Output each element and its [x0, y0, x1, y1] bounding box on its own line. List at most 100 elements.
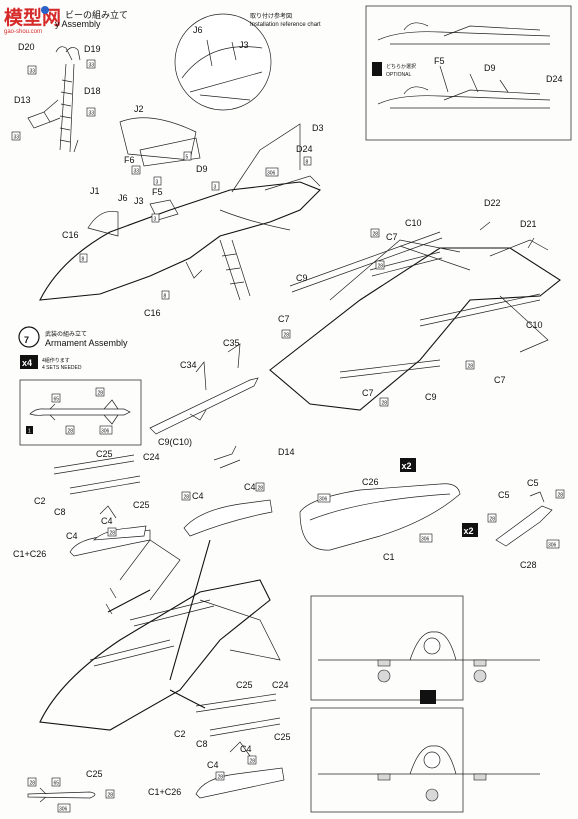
code-306-d: 306	[421, 537, 430, 543]
label-C24-a: C24	[143, 452, 160, 462]
code-28-f: 28	[98, 391, 104, 397]
missile-c9-drawing	[149, 343, 259, 435]
code-8-b: 8	[82, 257, 85, 263]
label-C4-d: C4	[244, 482, 256, 492]
label-D14: D14	[278, 447, 295, 457]
label-C7-c: C7	[362, 388, 374, 398]
code-28-c: 28	[284, 333, 290, 339]
code-33-b: 33	[89, 63, 95, 69]
front-view-box-lower	[310, 707, 464, 813]
optional-label-en: OPTIONAL	[386, 72, 412, 78]
label-C2-b: C2	[174, 729, 186, 739]
label-C4-a: C4	[101, 516, 113, 526]
label-D3: D3	[312, 123, 324, 133]
code-28-g: 28	[68, 429, 74, 435]
code-306-a: 306	[267, 171, 276, 177]
label-D21: D21	[520, 219, 537, 229]
ladder-drawing	[27, 46, 81, 153]
code-3-b: 3	[214, 185, 217, 191]
label-C34: C34	[180, 360, 197, 370]
rear-fuselage-drawing	[269, 221, 561, 411]
label-C10-b: C10	[526, 320, 543, 330]
code-306-c: 306	[319, 497, 328, 503]
label-C16-a: C16	[62, 230, 79, 240]
sets-note-en: 4 SETS NEEDED	[42, 365, 82, 371]
sets-note-jp: 4組作ります	[42, 357, 70, 364]
label-C16-b: C16	[144, 308, 161, 318]
fuselage-assembly-drawing	[39, 117, 321, 301]
missile-example-drawing	[29, 399, 131, 425]
code-28-i: 28	[184, 495, 190, 501]
code-306-f: 306	[59, 807, 68, 813]
label-C26: C26	[362, 477, 379, 487]
multiplier-x2-a: x2	[402, 461, 412, 471]
code-28-h: 28	[110, 531, 116, 537]
code-306-e: 306	[548, 543, 557, 549]
label-F5-a: F5	[152, 187, 163, 197]
site-watermark: 模型网 gao-shou.com	[4, 6, 61, 35]
label-C4-c: C4	[192, 491, 204, 501]
code-5-a: 5	[186, 155, 189, 161]
ladder-header-jp: ビーの組み立て	[65, 9, 128, 20]
armament-title-jp: 武装の組み立て	[45, 330, 87, 338]
installation-title-en: Installation reference chart	[250, 22, 321, 28]
label-J2: J2	[134, 104, 144, 114]
code-28-d: 28	[468, 364, 474, 370]
label-D9-a: D9	[196, 164, 208, 174]
code-28-a: 28	[373, 232, 379, 238]
label-C28: C28	[520, 560, 537, 570]
label-D19: D19	[84, 44, 101, 54]
label-C1-C26-b: C1+C26	[148, 787, 181, 797]
aircraft-underside-drawing	[39, 539, 281, 731]
optional-label-jp: どちらか選択	[386, 63, 416, 70]
label-C9-a: C9	[296, 273, 308, 283]
code-33-a: 33	[30, 69, 36, 75]
label-C4-f: C4	[207, 760, 219, 770]
label-C8-a: C8	[54, 507, 66, 517]
missile-bottom-drawing	[27, 787, 96, 803]
code-65-b: 65	[54, 781, 60, 787]
pylon-group-bottom-drawing	[195, 693, 285, 799]
code-28-j: 28	[258, 486, 264, 492]
pylon-group-top-drawing	[53, 445, 273, 557]
label-C25-b: C25	[133, 500, 150, 510]
watermark-title: 模型网	[4, 6, 61, 29]
sets-multiplier: x4	[22, 358, 32, 368]
label-C25-c: C25	[236, 680, 253, 690]
fuel-tank-drawing	[299, 483, 461, 551]
label-J6-b: J6	[118, 193, 128, 203]
label-C1-C26-a: C1+C26	[13, 549, 46, 559]
pylon-c28-drawing	[495, 491, 553, 547]
code-28-k: 28	[490, 517, 496, 523]
code-1: 1	[28, 429, 31, 435]
label-C4-e: C4	[240, 744, 252, 754]
label-C8-b: C8	[196, 739, 208, 749]
code-306-b: 306	[101, 429, 110, 435]
label-J3-a: J3	[239, 40, 249, 50]
label-D9-b: D9	[484, 63, 496, 73]
watermark-url: gao-shou.com	[4, 29, 42, 35]
code-8-a: 8	[306, 160, 309, 166]
code-28-e: 28	[382, 401, 388, 407]
label-F6: F6	[124, 155, 135, 165]
label-C9-C10: C9(C10)	[158, 437, 192, 447]
code-28-m: 28	[250, 759, 256, 765]
label-J3-b: J3	[134, 196, 144, 206]
optional-box-drawing	[377, 22, 551, 109]
label-C25-e: C25	[86, 769, 103, 779]
label-F5-b: F5	[434, 56, 445, 66]
label-J6-a: J6	[193, 25, 203, 35]
label-C24-b: C24	[272, 680, 289, 690]
label-C5-b: C5	[498, 490, 510, 500]
code-33-d: 33	[14, 135, 20, 141]
code-3-a: 3	[156, 180, 159, 186]
optional-box	[365, 5, 572, 141]
label-C35: C35	[223, 338, 240, 348]
front-view-lower-drawing	[318, 745, 540, 802]
code-3-c: 3	[154, 217, 157, 223]
label-C2-a: C2	[34, 496, 46, 506]
label-C25-d: C25	[274, 732, 291, 742]
code-28-n: 28	[218, 775, 224, 781]
